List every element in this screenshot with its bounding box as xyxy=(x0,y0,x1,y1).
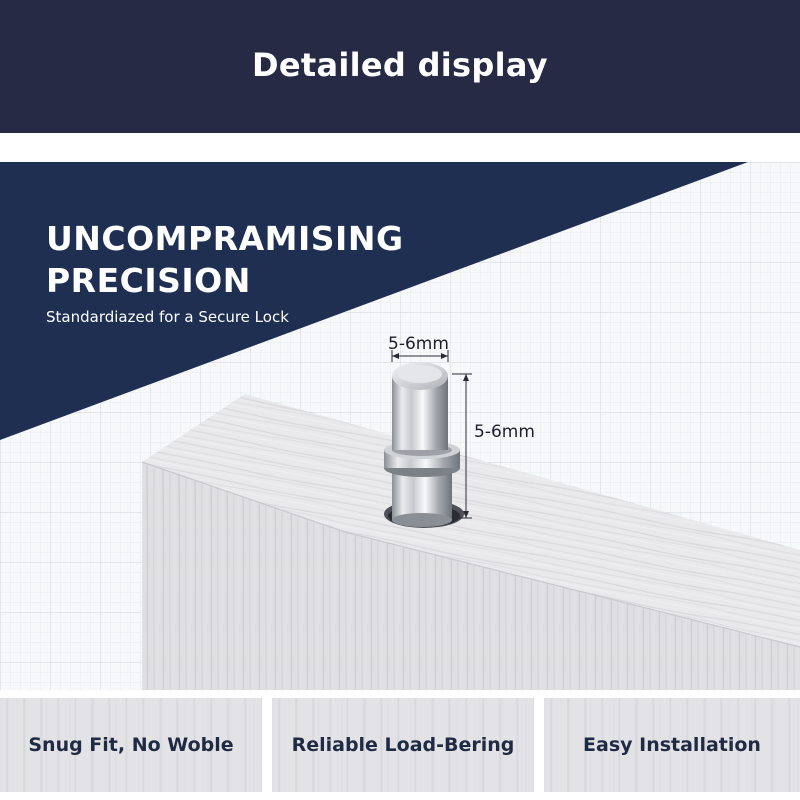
hero-subtitle: Standardiazed for a Secure Lock xyxy=(46,308,289,326)
page-title: Detailed display xyxy=(252,45,548,84)
diameter-dimension-label: 5-6mm xyxy=(388,334,449,354)
page-header: Detailed display xyxy=(0,0,800,133)
feature-label: Reliable Load-Bering xyxy=(291,734,515,756)
hero-title: UNCOMPRAMISING PRECISION xyxy=(46,218,404,302)
product-illustration xyxy=(0,162,800,690)
feature-label: Easy Installation xyxy=(583,734,761,756)
hero-section: UNCOMPRAMISING PRECISION Standardiazed f… xyxy=(0,162,800,690)
feature-strip: Snug Fit, No Woble Reliable Load-Bering … xyxy=(0,690,800,800)
feature-card-easy-installation: Easy Installation xyxy=(544,698,800,792)
height-dimension-label: 5-6mm xyxy=(474,422,535,442)
feature-card-load-bearing: Reliable Load-Bering xyxy=(272,698,534,792)
hero-title-line1: UNCOMPRAMISING xyxy=(46,219,404,258)
hero-title-line2: PRECISION xyxy=(46,261,251,300)
hero-banner xyxy=(0,162,748,440)
feature-card-snug-fit: Snug Fit, No Woble xyxy=(0,698,262,792)
divider xyxy=(0,133,800,162)
feature-label: Snug Fit, No Woble xyxy=(28,734,234,756)
